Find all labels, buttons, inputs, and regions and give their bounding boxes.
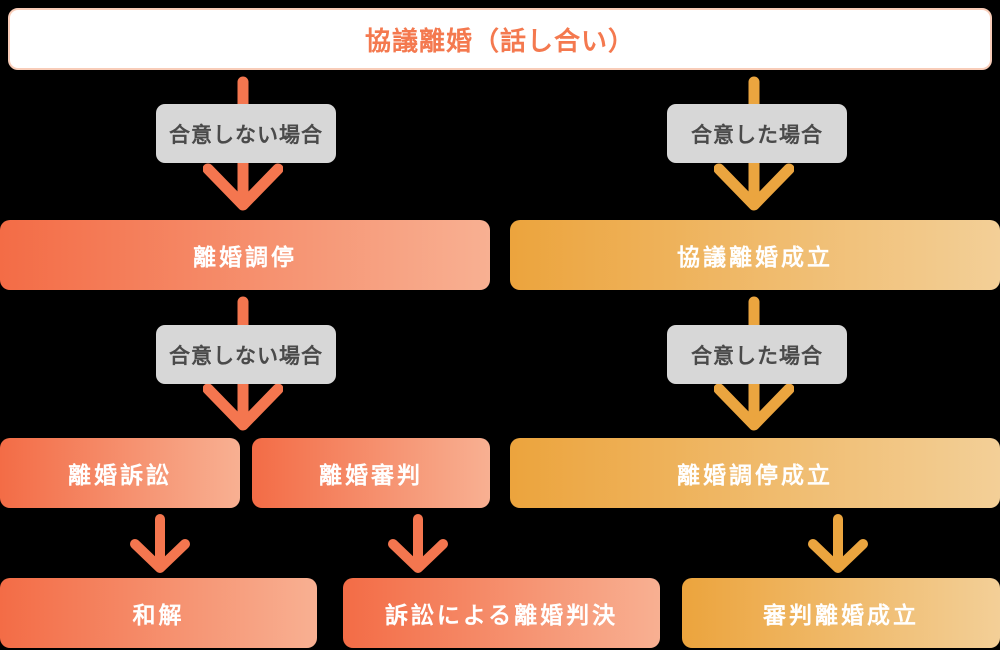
node-divorce-mediation: 離婚調停 (0, 220, 490, 290)
condition-label-text: 合意した場合 (691, 344, 823, 368)
node-settlement: 和解 (0, 578, 317, 648)
node-label: 離婚審判 (319, 462, 423, 488)
condition-label-agreement-2: 合意した場合 (667, 325, 847, 384)
node-label: 訴訟による離婚判決 (384, 602, 619, 628)
node-divorce-lawsuit: 離婚訴訟 (0, 438, 240, 508)
arrow-down-icon (808, 514, 868, 573)
node-label: 離婚調停成立 (677, 462, 833, 488)
node-mediation-divorce-established: 離婚調停成立 (510, 438, 1000, 508)
condition-label-text: 合意しない場合 (169, 123, 323, 147)
node-label: 和解 (132, 602, 185, 628)
condition-label-text: 合意した場合 (691, 123, 823, 147)
node-consultation-divorce-label: 協議離婚（話し合い） (364, 25, 635, 56)
arrow-down-to-settlement (128, 514, 192, 574)
condition-label-text: 合意しない場合 (169, 344, 323, 368)
condition-label-no-agreement-1: 合意しない場合 (156, 104, 336, 163)
node-adjudication-divorce-established: 審判離婚成立 (682, 578, 1000, 648)
arrow-down-to-adjudication-established (806, 514, 870, 574)
node-divorce-adjudication: 離婚審判 (252, 438, 490, 508)
arrow-down-icon (388, 514, 448, 573)
node-label: 離婚訴訟 (68, 462, 172, 488)
condition-label-agreement-1: 合意した場合 (667, 104, 847, 163)
arrow-down-to-judgment (386, 514, 450, 574)
node-judgment-by-lawsuit: 訴訟による離婚判決 (343, 578, 660, 648)
node-consultation-divorce-established: 協議離婚成立 (510, 220, 1000, 290)
node-consultation-divorce: 協議離婚（話し合い） (8, 8, 992, 70)
condition-label-no-agreement-2: 合意しない場合 (156, 325, 336, 384)
node-label: 協議離婚成立 (677, 244, 833, 270)
node-label: 離婚調停 (193, 244, 297, 270)
node-label: 審判離婚成立 (763, 602, 919, 628)
arrow-down-icon (130, 514, 190, 573)
